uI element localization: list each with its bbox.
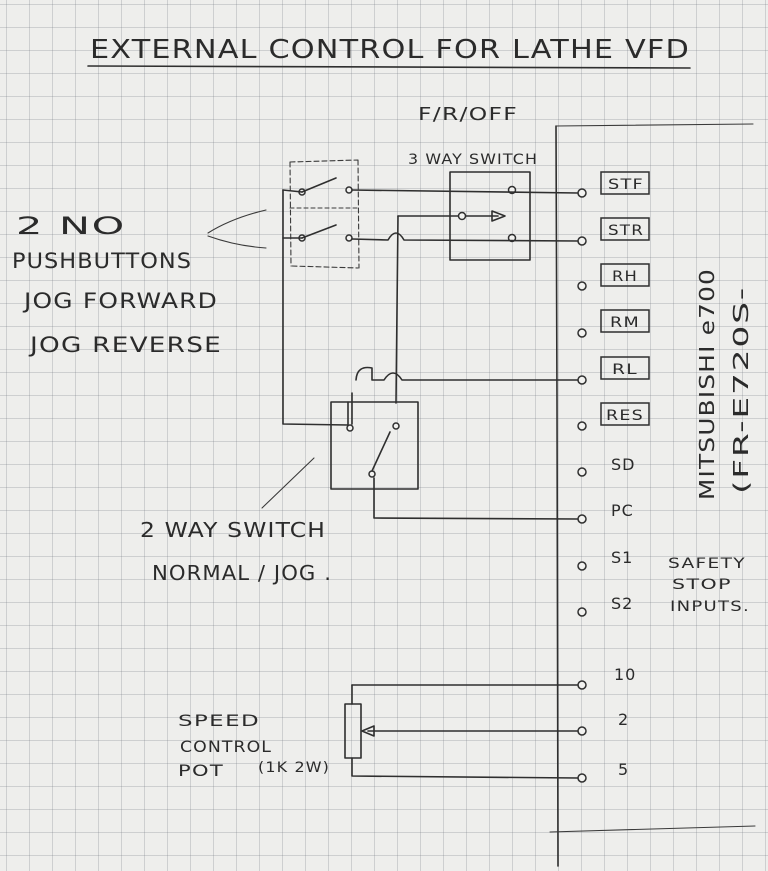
inverter-outline	[549, 123, 756, 867]
terminal-contact-s2	[577, 607, 587, 617]
jog-blade	[371, 431, 391, 472]
terminal-label-s1: S1	[611, 548, 633, 567]
terminal-label-5: 5	[618, 760, 629, 779]
terminal-label-stf: STF	[608, 177, 644, 193]
jog-contact-normal	[346, 424, 354, 432]
terminal-contacts	[577, 188, 587, 783]
pushbutton-box	[289, 159, 360, 269]
pushbutton-label: 2 NO PUSHBUTTONS JOG FORWARD JOG REVERSE	[12, 212, 222, 357]
terminal-label-s2: S2	[611, 594, 633, 613]
terminal-label-2: 2	[618, 710, 629, 729]
terminal-box-rm	[600, 309, 650, 333]
safety-label-line-2: STOP	[672, 577, 732, 593]
pushbutton-label-line-1: 2 NO	[16, 212, 126, 240]
speed-pot-label-line-3: POT	[178, 761, 224, 780]
terminal-label-str: STR	[608, 223, 644, 239]
terminal-contact-rm	[577, 328, 587, 338]
speed-pot-rating: (1K 2W)	[258, 760, 330, 776]
terminal-contact-2	[577, 726, 587, 736]
frl-arrow-icon	[491, 210, 506, 222]
terminal-contact-sd	[577, 467, 587, 477]
terminal-label-sd: SD	[611, 455, 635, 474]
diagram-title: EXTERNAL CONTROL FOR LATHE VFD	[90, 35, 690, 65]
title-underline	[87, 65, 691, 69]
frl-contact-common	[457, 211, 467, 221]
pushbutton-label-line-2: PUSHBUTTONS	[12, 249, 192, 273]
pushbutton-fwd-blade	[301, 177, 337, 193]
terminal-label-rl: RL	[612, 362, 638, 378]
frl-switch-box	[449, 171, 531, 261]
annotation-pointers	[207, 209, 315, 509]
terminal-contact-s1	[577, 561, 587, 571]
pot-wiper-arrow-icon	[361, 725, 375, 737]
terminal-box-stf	[600, 171, 650, 195]
terminal-box-rl	[600, 356, 650, 380]
speed-pot-label: SPEED CONTROL POT (1K 2W)	[178, 711, 330, 780]
terminal-box-res	[600, 402, 650, 426]
pushbutton-rev-blade	[301, 224, 337, 239]
terminal-contact-5	[577, 773, 587, 783]
inverter-part-label: (FR-E720S-	[729, 286, 753, 494]
safety-label: SAFETY STOP INPUTS.	[668, 556, 750, 615]
pushbutton-label-line-4: JOG REVERSE	[27, 333, 222, 357]
normal-jog-label-line-1: 2 WAY SWITCH	[140, 518, 326, 542]
speed-pot-label-line-2: CONTROL	[180, 737, 272, 756]
safety-label-line-1: SAFETY	[668, 556, 746, 572]
frl-switch-sublabel: 3 WAY SWITCH	[408, 152, 538, 168]
frl-contact-reverse	[507, 233, 517, 243]
pushbutton-label-line-3: JOG FORWARD	[22, 289, 218, 313]
safety-label-line-3: INPUTS.	[670, 599, 750, 615]
terminal-box-str	[600, 217, 650, 241]
terminal-contact-res	[577, 421, 587, 431]
terminal-label-rm: RM	[610, 315, 640, 331]
normal-jog-label: 2 WAY SWITCH NORMAL / JOG .	[140, 518, 332, 585]
pushbutton-rev-contact-b	[345, 234, 353, 242]
terminal-label-10: 10	[614, 665, 636, 684]
normal-jog-label-line-2: NORMAL / JOG .	[152, 561, 332, 585]
terminal-contact-str	[577, 236, 587, 246]
jog-contact-jog	[392, 422, 400, 430]
terminal-box-rh	[600, 263, 650, 287]
terminal-contact-10	[577, 680, 587, 690]
pushbutton-fwd-contact-b	[345, 186, 353, 194]
jog-contact-common	[368, 470, 376, 478]
terminal-contact-pc	[577, 514, 587, 524]
terminal-label-res: RES	[606, 408, 644, 424]
terminal-contact-rl	[577, 375, 587, 385]
terminal-label-pc: PC	[611, 501, 634, 520]
inverter-model-label: MITSUBISHI e700	[695, 268, 719, 500]
wiring	[282, 189, 579, 779]
terminal-contact-rh	[577, 281, 587, 291]
frl-switch-label: F/R/OFF	[418, 104, 518, 125]
speed-pot-body	[344, 703, 362, 759]
terminal-contact-stf	[577, 188, 587, 198]
terminal-label-rh: RH	[612, 269, 638, 285]
speed-pot-label-line-1: SPEED	[178, 711, 260, 730]
terminal-block: STF STR RH RM RL RES SD PC S1 S2 10 2 5	[600, 171, 650, 779]
